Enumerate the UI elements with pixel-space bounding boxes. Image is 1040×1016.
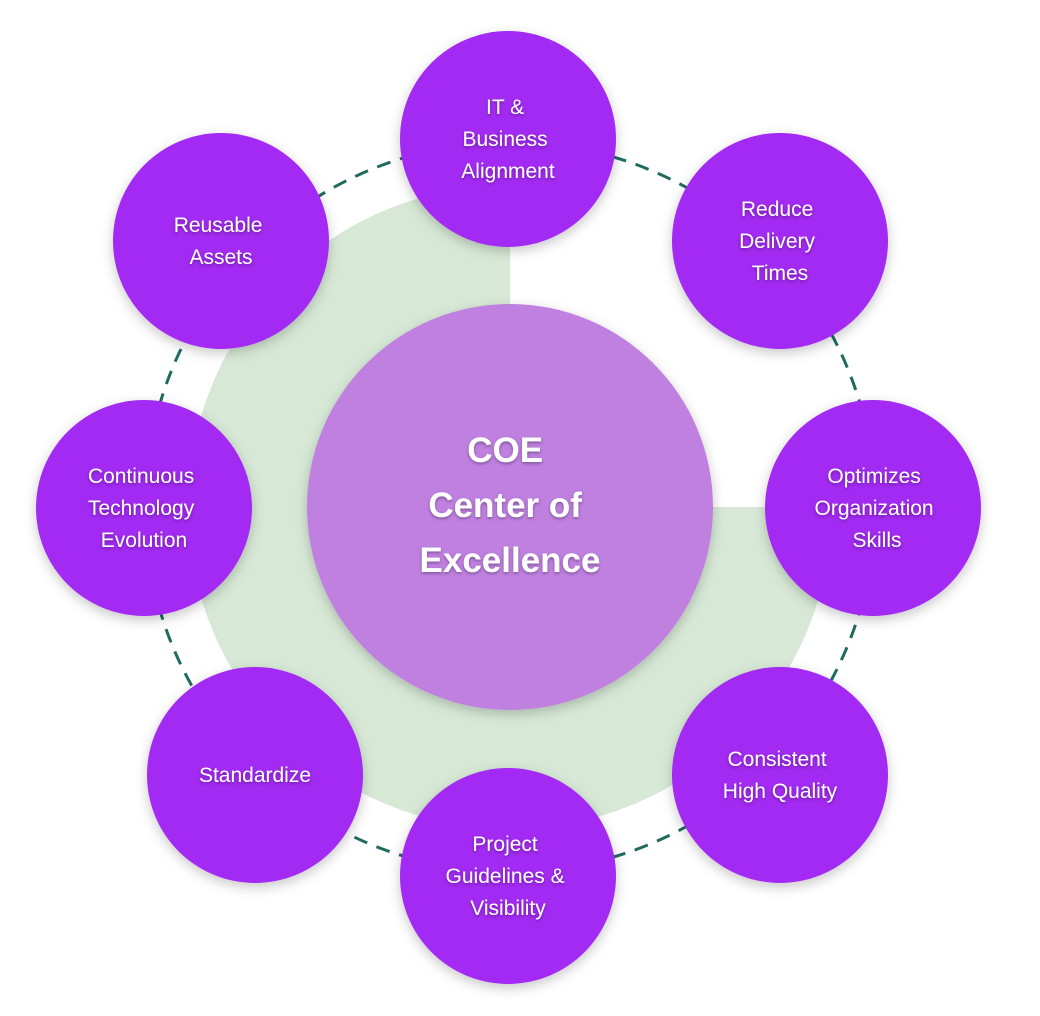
hub-label: COE Center of Excellence	[420, 431, 601, 580]
node-optimizes-organization-skills: Optimizes Organization Skills	[765, 400, 981, 616]
node-line: Delivery	[739, 230, 815, 253]
hub-line: Excellence	[420, 541, 601, 580]
node-label: Continuous Technology Evolution	[88, 465, 200, 552]
node-circle	[400, 768, 616, 984]
node-line: Project	[472, 833, 538, 856]
node-circle	[672, 667, 888, 883]
node-line: Assets	[189, 246, 252, 269]
node-reduce-delivery-times: Reduce Delivery Times	[672, 133, 888, 349]
node-line: Guidelines &	[446, 865, 565, 888]
node-project-guidelines-visibility: Project Guidelines & Visibility	[400, 768, 616, 984]
node-line: Standardize	[199, 764, 311, 787]
node-circle	[147, 667, 363, 883]
node-line: Business	[462, 128, 547, 151]
node-label: Project Guidelines & Visibility	[446, 833, 571, 920]
node-circle	[765, 400, 981, 616]
node-it-business-alignment: IT & Business Alignment	[400, 31, 616, 247]
node-label: Reduce Delivery Times	[739, 198, 821, 285]
node-label: Optimizes Organization Skills	[815, 465, 940, 552]
node-line: Technology	[88, 497, 195, 520]
node-circle	[400, 31, 616, 247]
node-line: Reusable	[174, 214, 263, 237]
node-label: IT & Business Alignment	[461, 96, 555, 183]
node-line: IT &	[486, 96, 524, 119]
node-standardize: Standardize	[147, 667, 363, 883]
node-consistent-high-quality: Consistent High Quality	[672, 667, 888, 883]
node-line: Times	[752, 262, 808, 285]
hub-group: COE Center of Excellence	[307, 304, 713, 710]
node-reusable-assets: Reusable Assets	[113, 133, 329, 349]
node-continuous-technology-evolution: Continuous Technology Evolution	[36, 400, 252, 616]
hub-line: COE	[467, 431, 543, 470]
node-line: Continuous	[88, 465, 194, 488]
node-line: Evolution	[101, 529, 187, 552]
node-line: High Quality	[723, 780, 838, 803]
node-label: Standardize	[199, 764, 311, 787]
node-label: Reusable Assets	[174, 214, 269, 269]
node-line: Visibility	[470, 897, 546, 920]
node-circle	[672, 133, 888, 349]
node-circle	[36, 400, 252, 616]
node-line: Skills	[852, 529, 901, 552]
node-circle	[113, 133, 329, 349]
node-line: Organization	[815, 497, 934, 520]
hub-line: Center of	[428, 486, 582, 525]
node-label: Consistent High Quality	[723, 748, 838, 803]
hub-circle	[307, 304, 713, 710]
node-line: Consistent	[727, 748, 826, 771]
node-line: Alignment	[461, 160, 555, 183]
node-line: Optimizes	[827, 465, 920, 488]
node-line: Reduce	[741, 198, 813, 221]
